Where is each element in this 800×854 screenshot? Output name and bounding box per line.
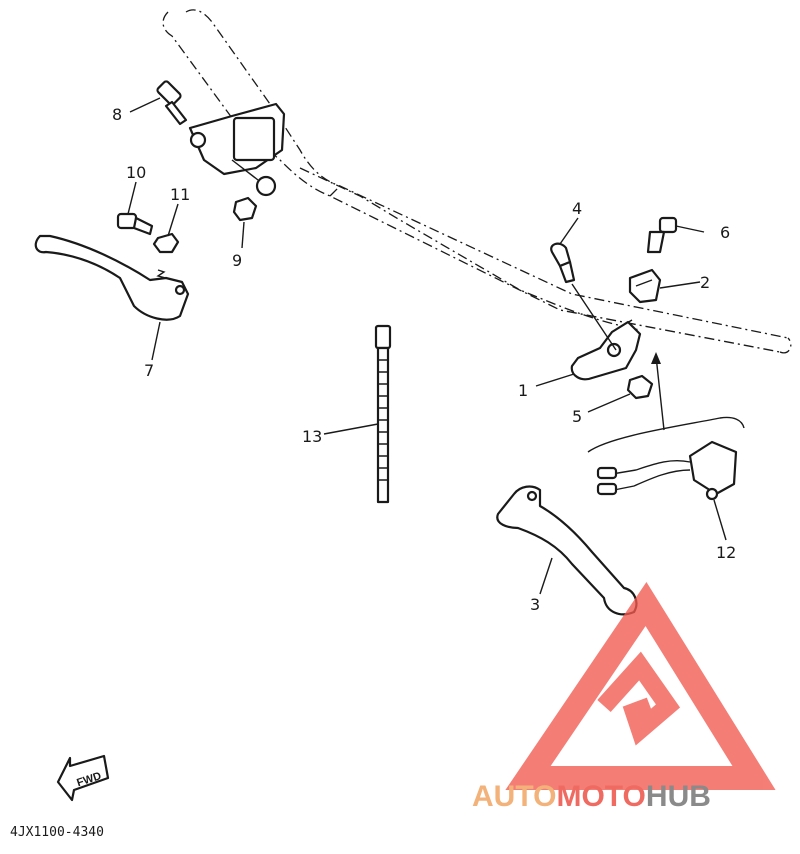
- switch-12: [596, 440, 738, 501]
- callout-1: 1: [518, 381, 528, 400]
- watermark-text: AUTOMOTOHUB: [472, 780, 711, 813]
- group-arrow-head: [651, 352, 661, 364]
- callout-3: 3: [530, 595, 540, 614]
- callout-11: 11: [170, 185, 190, 204]
- bolt-8: [156, 80, 188, 126]
- callout-6: 6: [720, 223, 730, 242]
- bolt-4: [550, 242, 576, 284]
- nut-11: [152, 232, 180, 254]
- callout-13: 13: [302, 427, 322, 446]
- callout-9: 9: [232, 251, 242, 270]
- callout-8: 8: [112, 105, 122, 124]
- watermark-moto: MOTO: [556, 780, 645, 813]
- nut-5: [626, 374, 654, 400]
- callout-7: 7: [144, 361, 154, 380]
- clamp-2: [628, 268, 662, 304]
- bolt-6: [646, 216, 678, 254]
- bolt-10: [116, 212, 154, 236]
- handlebar: [162, 9, 792, 354]
- clutch-lever-3: [496, 485, 638, 616]
- part-code: 4JX1100-4340: [10, 825, 104, 840]
- fwd-arrow: FWD: [56, 754, 110, 802]
- callout-12: 12: [716, 543, 736, 562]
- front-brake-lever-7: [34, 234, 190, 321]
- cable-tie-13: [374, 324, 392, 504]
- watermark-auto: AUTO: [472, 780, 556, 813]
- group-arrow-line: [655, 355, 665, 431]
- master-cylinder-body: [188, 102, 286, 197]
- callout-10: 10: [126, 163, 146, 182]
- watermark-logo: [505, 581, 776, 790]
- nut-9: [232, 196, 258, 222]
- watermark-hub: HUB: [646, 780, 711, 813]
- callout-5: 5: [572, 407, 582, 426]
- callout-2: 2: [700, 273, 710, 292]
- group-bracket: [587, 416, 745, 453]
- lever-holder-1: [570, 319, 642, 381]
- leader-lines: [127, 97, 727, 595]
- callout-4: 4: [572, 199, 582, 218]
